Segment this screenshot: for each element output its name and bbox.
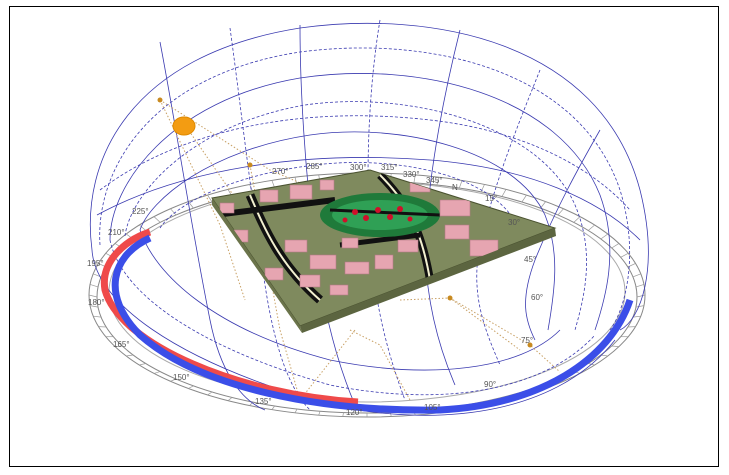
azimuth-label: 75° (521, 336, 533, 345)
azimuth-tick (90, 305, 99, 308)
azimuth-label: 150° (173, 373, 190, 382)
azimuth-tick (611, 243, 620, 249)
azimuth-tick (126, 354, 134, 357)
flower-beds (342, 206, 413, 223)
azimuth-label: 90° (484, 380, 496, 389)
winter-solstice-arc (100, 228, 359, 406)
azimuth-label: 120° (346, 408, 363, 417)
azimuth-label: N (452, 183, 458, 192)
azimuth-label: 45° (524, 255, 536, 264)
azimuth-tick (294, 408, 298, 413)
azimuth-tick (540, 201, 546, 209)
sun-icon (172, 116, 196, 136)
azimuth-tick (207, 391, 213, 396)
azimuth-label: 105° (424, 403, 441, 412)
azimuth-label: 195° (87, 259, 104, 268)
azimuth-label: 315° (381, 163, 398, 172)
azimuth-label: 30° (508, 218, 520, 227)
azimuth-tick (436, 177, 440, 186)
summer-solstice-arc (111, 234, 634, 414)
azimuth-tick (413, 174, 416, 183)
azimuth-tick (573, 216, 581, 223)
azimuth-tick (89, 284, 99, 288)
azimuth-tick (521, 194, 527, 203)
azimuth-tick (632, 315, 641, 318)
azimuth-tick (600, 233, 609, 240)
azimuth-label: 210° (108, 228, 125, 237)
azimuth-tick (611, 345, 620, 347)
azimuth-tick (188, 201, 194, 209)
azimuth-tick (153, 216, 161, 223)
azimuth-label: 345° (426, 176, 443, 185)
azimuth-label: 330° (403, 170, 420, 179)
azimuth-tick (170, 208, 177, 216)
azimuth-tick (342, 412, 344, 417)
azimuth-tick (390, 412, 392, 417)
azimuth-tick (188, 385, 194, 389)
azimuth-tick (88, 294, 98, 298)
azimuth-label: 60° (531, 293, 543, 302)
azimuth-tick (587, 224, 595, 231)
azimuth-tick (139, 224, 147, 231)
azimuth-tick (139, 363, 146, 366)
azimuth-tick (458, 180, 463, 189)
azimuth-label: 15° (485, 194, 497, 203)
azimuth-label: 270° (272, 167, 289, 176)
azimuth-tick (207, 194, 213, 203)
azimuth-label: 285° (306, 162, 323, 171)
azimuth-tick (93, 315, 102, 318)
azimuth-tick (114, 345, 123, 347)
azimuth-tick (227, 397, 233, 401)
azimuth-tick (557, 208, 564, 216)
azimuth-tick (318, 411, 321, 416)
azimuth-tick (153, 371, 161, 374)
azimuth-tick (170, 378, 177, 382)
azimuth-label: 180° (88, 298, 105, 307)
azimuth-tick (636, 294, 646, 298)
azimuth-labels: 300° 315° 330° 345° N 15° 30° 45° 60° 75° 90° 105° 1… (87, 162, 543, 417)
azimuth-label: 300° (350, 163, 367, 172)
site-model (211, 169, 557, 333)
azimuth-label: 165° (113, 340, 130, 349)
azimuth-tick (620, 252, 629, 258)
azimuth-tick (635, 305, 644, 308)
azimuth-label: 135° (255, 397, 272, 406)
azimuth-tick (632, 273, 641, 278)
azimuth-tick (480, 184, 485, 193)
sun-position-markers (157, 97, 533, 348)
azimuth-label: 225° (132, 207, 149, 216)
azimuth-tick (271, 405, 275, 410)
azimuth-tick (635, 284, 645, 288)
azimuth-tick (501, 189, 507, 197)
